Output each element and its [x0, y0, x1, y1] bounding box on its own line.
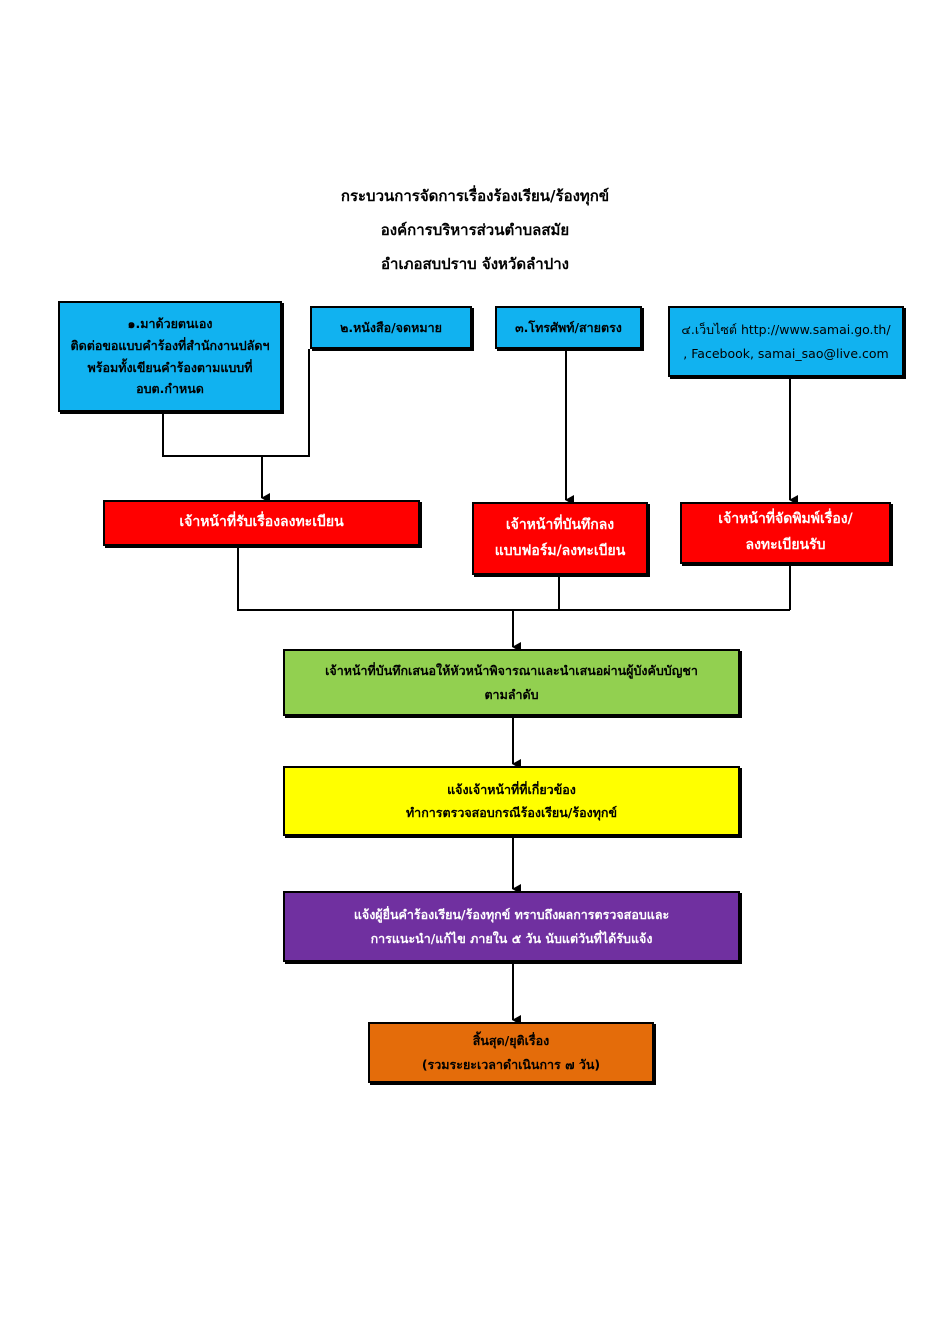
- officer-web-printer-line-2: ลงทะเบียนรับ: [745, 537, 826, 553]
- channel-website-line-1: ๔.เว็บไซต์ http://www.samai.go.th/: [681, 322, 891, 338]
- officer-registrar-box: เจ้าหน้าที่รับเรื่องลงทะเบียน: [103, 500, 420, 546]
- step-notify-officer-box: แจ้งเจ้าหน้าที่ที่เกี่ยวข้อง ทำการตรวจสอ…: [283, 766, 740, 836]
- step-propose-line-1: เจ้าหน้าที่บันทึกเสนอให้หัวหน้าพิจารณาแล…: [325, 663, 698, 679]
- channel-walk-in-line-2: ติดต่อขอแบบคำร้องที่สำนักงานปลัดฯ: [70, 337, 270, 353]
- step-propose-line-2: ตามลำดับ: [484, 686, 539, 702]
- step-notify-complainant-line-2: การแนะนำ/แก้ไข ภายใน ๕ วัน นับแต่วันที่ไ…: [370, 930, 653, 946]
- step-end-line-2: (รวมระยะเวลาดำเนินการ ๗ วัน): [421, 1056, 601, 1072]
- title-line-3: อำเภอสบปราบ จังหวัดลำปาง: [381, 255, 569, 273]
- title-line-2: องค์การบริหารส่วนตำบลสมัย: [380, 221, 570, 239]
- step-notify-officer-line-2: ทำการตรวจสอบกรณีร้องเรียน/ร้องทุกข์: [405, 805, 618, 820]
- channel-walk-in-line-1: ๑.มาด้วยตนเอง: [127, 315, 213, 331]
- officer-web-printer-box: เจ้าหน้าที่จัดพิมพ์เรื่อง/ ลงทะเบียนรับ: [680, 502, 891, 564]
- connector-registrar: [237, 546, 790, 611]
- step-propose-box: เจ้าหน้าที่บันทึกเสนอให้หัวหน้าพิจารณาแล…: [283, 649, 740, 716]
- channel-walk-in-box: ๑.มาด้วยตนเอง ติดต่อขอแบบคำร้องที่สำนักง…: [58, 301, 282, 412]
- title-line-1: กระบวนการจัดการเรื่องร้องเรียน/ร้องทุกข์: [340, 187, 610, 205]
- channel-walk-in-line-3: พร้อมทั้งเขียนคำร้องตามแบบที่: [87, 359, 253, 375]
- connector-walk-in: [162, 412, 262, 457]
- connector-letter: [262, 349, 310, 457]
- step-notify-officer-line-1: แจ้งเจ้าหน้าที่ที่เกี่ยวข้อง: [447, 781, 576, 797]
- step-notify-complainant-box: แจ้งผู้ยื่นคำร้องเรียน/ร้องทุกข์ ทราบถึง…: [283, 891, 740, 962]
- officer-phone-recorder-line-2: แบบฟอร์ม/ลงทะเบียน: [494, 542, 626, 559]
- step-end-line-1: สิ้นสุด/ยุติเรื่อง: [472, 1033, 550, 1049]
- officer-registrar-line-1: เจ้าหน้าที่รับเรื่องลงทะเบียน: [179, 514, 344, 531]
- channel-walk-in-line-4: อบต.กำหนด: [136, 381, 204, 397]
- step-notify-complainant-line-1: แจ้งผู้ยื่นคำร้องเรียน/ร้องทุกข์ ทราบถึง…: [353, 907, 670, 923]
- officer-phone-recorder-line-1: เจ้าหน้าที่บันทึกลง: [505, 516, 615, 533]
- channel-website-box: ๔.เว็บไซต์ http://www.samai.go.th/ , Fac…: [668, 306, 904, 377]
- channel-website-line-2: , Facebook, samai_sao@live.com: [683, 345, 889, 361]
- officer-phone-recorder-box: เจ้าหน้าที่บันทึกลง แบบฟอร์ม/ลงทะเบียน: [472, 502, 648, 575]
- step-end-box: สิ้นสุด/ยุติเรื่อง (รวมระยะเวลาดำเนินการ…: [368, 1022, 654, 1083]
- channel-letter-line-1: ๒.หนังสือ/จดหมาย: [340, 319, 442, 335]
- channel-phone-box: ๓.โทรศัพท์/สายตรง: [495, 306, 642, 349]
- channel-phone-line-1: ๓.โทรศัพท์/สายตรง: [515, 319, 622, 335]
- officer-web-printer-line-1: เจ้าหน้าที่จัดพิมพ์เรื่อง/: [718, 511, 853, 528]
- channel-letter-box: ๒.หนังสือ/จดหมาย: [310, 306, 472, 349]
